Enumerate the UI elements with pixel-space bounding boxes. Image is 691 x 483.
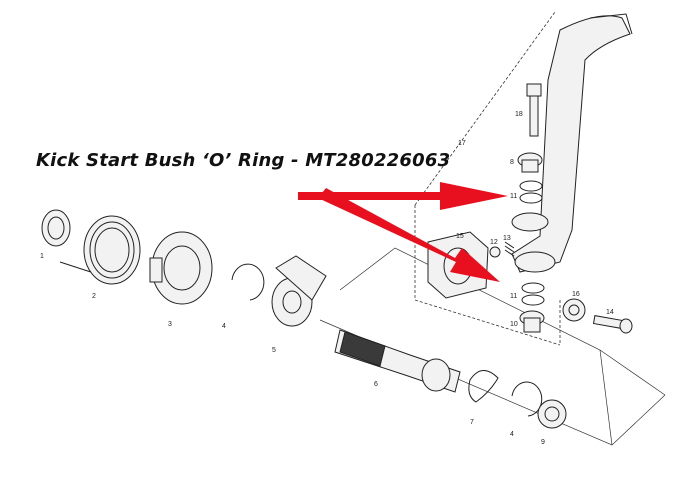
callout-11a: 11 bbox=[510, 193, 517, 200]
callout-6: 6 bbox=[374, 381, 378, 388]
callout-17: 17 bbox=[458, 140, 466, 147]
highlight-arrows bbox=[298, 182, 508, 282]
kick-start-lever bbox=[511, 13, 633, 273]
callout-7: 7 bbox=[470, 419, 474, 426]
callout-18: 18 bbox=[515, 111, 523, 118]
callout-4a: 4 bbox=[222, 323, 226, 330]
callout-11b: 11 bbox=[510, 293, 517, 300]
callout-4b: 4 bbox=[510, 431, 514, 438]
part-18-bolt bbox=[526, 83, 542, 137]
kick-lever-bracket bbox=[414, 11, 561, 346]
part-8-bush bbox=[517, 152, 543, 173]
part-2-spring bbox=[59, 215, 141, 285]
callout-15: 15 bbox=[456, 233, 464, 240]
arrow-upper bbox=[298, 182, 508, 210]
callout-2: 2 bbox=[92, 293, 96, 300]
part-1-washer bbox=[41, 209, 71, 247]
callout-1: 1 bbox=[40, 253, 44, 260]
callout-16: 16 bbox=[572, 291, 580, 298]
callout-labels: 1 2 3 4 5 6 7 4 9 8 10 11 11 12 13 14 15… bbox=[40, 111, 614, 446]
part-4-circlip bbox=[231, 263, 265, 301]
arrow-lower bbox=[318, 188, 500, 282]
part-9-washer bbox=[537, 399, 567, 429]
part-7-clip bbox=[468, 370, 499, 403]
part-11-o-rings-upper bbox=[519, 180, 543, 204]
part-11-o-rings-lower bbox=[521, 282, 545, 306]
part-14-bolt bbox=[592, 315, 633, 334]
part-6-shaft bbox=[334, 329, 461, 393]
part-5-ratchet bbox=[271, 255, 327, 327]
callout-10: 10 bbox=[510, 321, 518, 328]
callout-3: 3 bbox=[168, 321, 172, 328]
callout-5: 5 bbox=[272, 347, 276, 354]
callout-9: 9 bbox=[541, 439, 545, 446]
part-10-bush bbox=[519, 310, 545, 333]
part-16-washer bbox=[562, 298, 586, 322]
part-4b-circlip bbox=[511, 381, 543, 417]
callout-13: 13 bbox=[503, 235, 511, 242]
part-12-13-detent bbox=[489, 241, 515, 258]
part-3-flange bbox=[149, 231, 213, 305]
callout-12: 12 bbox=[490, 239, 498, 246]
diagram-title: Kick Start Bush ‘O’ Ring - MT280226063 bbox=[36, 150, 451, 171]
callout-8: 8 bbox=[510, 159, 514, 166]
callout-14: 14 bbox=[606, 309, 614, 316]
